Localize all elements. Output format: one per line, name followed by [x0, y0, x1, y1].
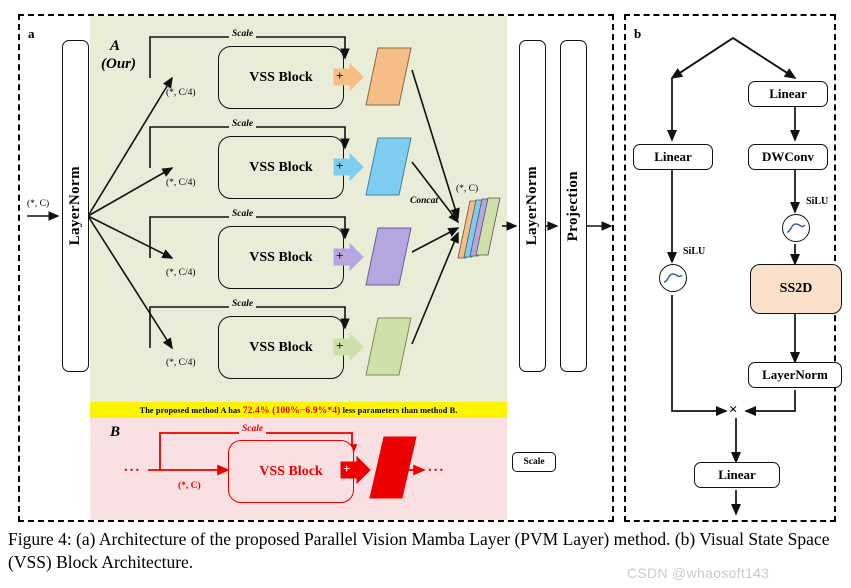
vss-block-branch-2: VSS Block — [218, 136, 344, 199]
concatenated-feature-stack — [456, 197, 501, 259]
feature-map-branch-4 — [365, 317, 412, 376]
method-b-feature-map — [369, 436, 417, 499]
method-b-right-ellipsis: ... — [428, 459, 446, 475]
method-b-left-ellipsis: ... — [124, 459, 142, 475]
banner-text-after: less parameters than method B. — [342, 405, 458, 415]
panel-b-letter: b — [634, 26, 642, 41]
vss-block-branch-3: VSS Block — [218, 226, 344, 289]
method-b-label: B — [110, 424, 121, 440]
banner-text-before: The proposed method A has — [139, 405, 241, 415]
projection-box: Projection — [560, 40, 587, 372]
scale-legend-box: Scale — [512, 452, 556, 472]
plus-branch-4: + — [336, 338, 344, 353]
concat-output-label: (*, C) — [456, 184, 479, 194]
feature-map-branch-2 — [365, 137, 412, 196]
feature-map-branch-1 — [365, 47, 412, 106]
scale-label-branch-4: Scale — [229, 299, 257, 309]
residual-add-branch-2: + — [333, 152, 364, 182]
silu-left-icon — [659, 264, 687, 292]
residual-add-branch-3: + — [333, 242, 364, 272]
plus-branch-2: + — [336, 158, 344, 173]
silu-right-label: SiLU — [806, 196, 829, 207]
plus-branch-1: + — [336, 68, 344, 83]
silu-left-label: SiLU — [683, 246, 706, 257]
input-label-branch-3: (*, C/4) — [166, 268, 196, 278]
layernorm-input-box: LayerNorm — [62, 40, 89, 372]
scale-label-branch-3: Scale — [229, 209, 257, 219]
plus-branch-3: + — [336, 248, 344, 263]
watermark: CSDN @whaosoft143 — [627, 565, 770, 581]
method-b-input-label: (*, C) — [178, 481, 201, 491]
layernorm-output-box: LayerNorm — [519, 40, 546, 372]
multiply-node: × — [729, 402, 738, 418]
silu-right-icon — [782, 214, 810, 242]
linear-output-box: Linear — [694, 462, 780, 488]
layernorm-input-label: LayerNorm — [67, 166, 83, 246]
linear-left-box: Linear — [633, 144, 713, 170]
parameter-reduction-banner: The proposed method A has 72.4% (100%−6.… — [90, 402, 507, 418]
input-label-branch-2: (*, C/4) — [166, 178, 196, 188]
feature-map-branch-3 — [365, 227, 412, 286]
method-b-plus: + — [343, 461, 351, 476]
input-label-branch-1: (*, C/4) — [166, 88, 196, 98]
banner-highlight: 72.4% (100%−6.9%*4) — [242, 404, 341, 416]
layernorm-box-panel-b: LayerNorm — [748, 362, 842, 388]
method-b-vss-block: VSS Block — [228, 440, 354, 503]
method-a-label-line1: A — [110, 38, 121, 54]
panel-a-input-label: (*, C) — [27, 199, 50, 209]
projection-label: Projection — [565, 170, 581, 242]
layernorm-output-label: LayerNorm — [524, 166, 540, 246]
method-b-scale-label: Scale — [239, 424, 267, 434]
method-a-label-line2: (Our) — [101, 56, 137, 72]
residual-add-branch-1: + — [333, 62, 364, 92]
ss2d-box: SS2D — [750, 264, 842, 314]
panel-a-letter: a — [28, 26, 35, 41]
scale-label-branch-2: Scale — [229, 119, 257, 129]
residual-add-branch-4: + — [333, 332, 364, 362]
vss-block-branch-1: VSS Block — [218, 46, 344, 109]
vss-block-branch-4: VSS Block — [218, 316, 344, 379]
scale-label-branch-1: Scale — [229, 29, 257, 39]
linear-right-box: Linear — [748, 81, 828, 107]
dwconv-box: DWConv — [748, 144, 828, 170]
method-b-residual-add: + — [340, 455, 371, 485]
input-label-branch-4: (*, C/4) — [166, 358, 196, 368]
figure-caption: Figure 4: (a) Architecture of the propos… — [8, 529, 830, 573]
concat-label: Concat — [410, 196, 438, 206]
